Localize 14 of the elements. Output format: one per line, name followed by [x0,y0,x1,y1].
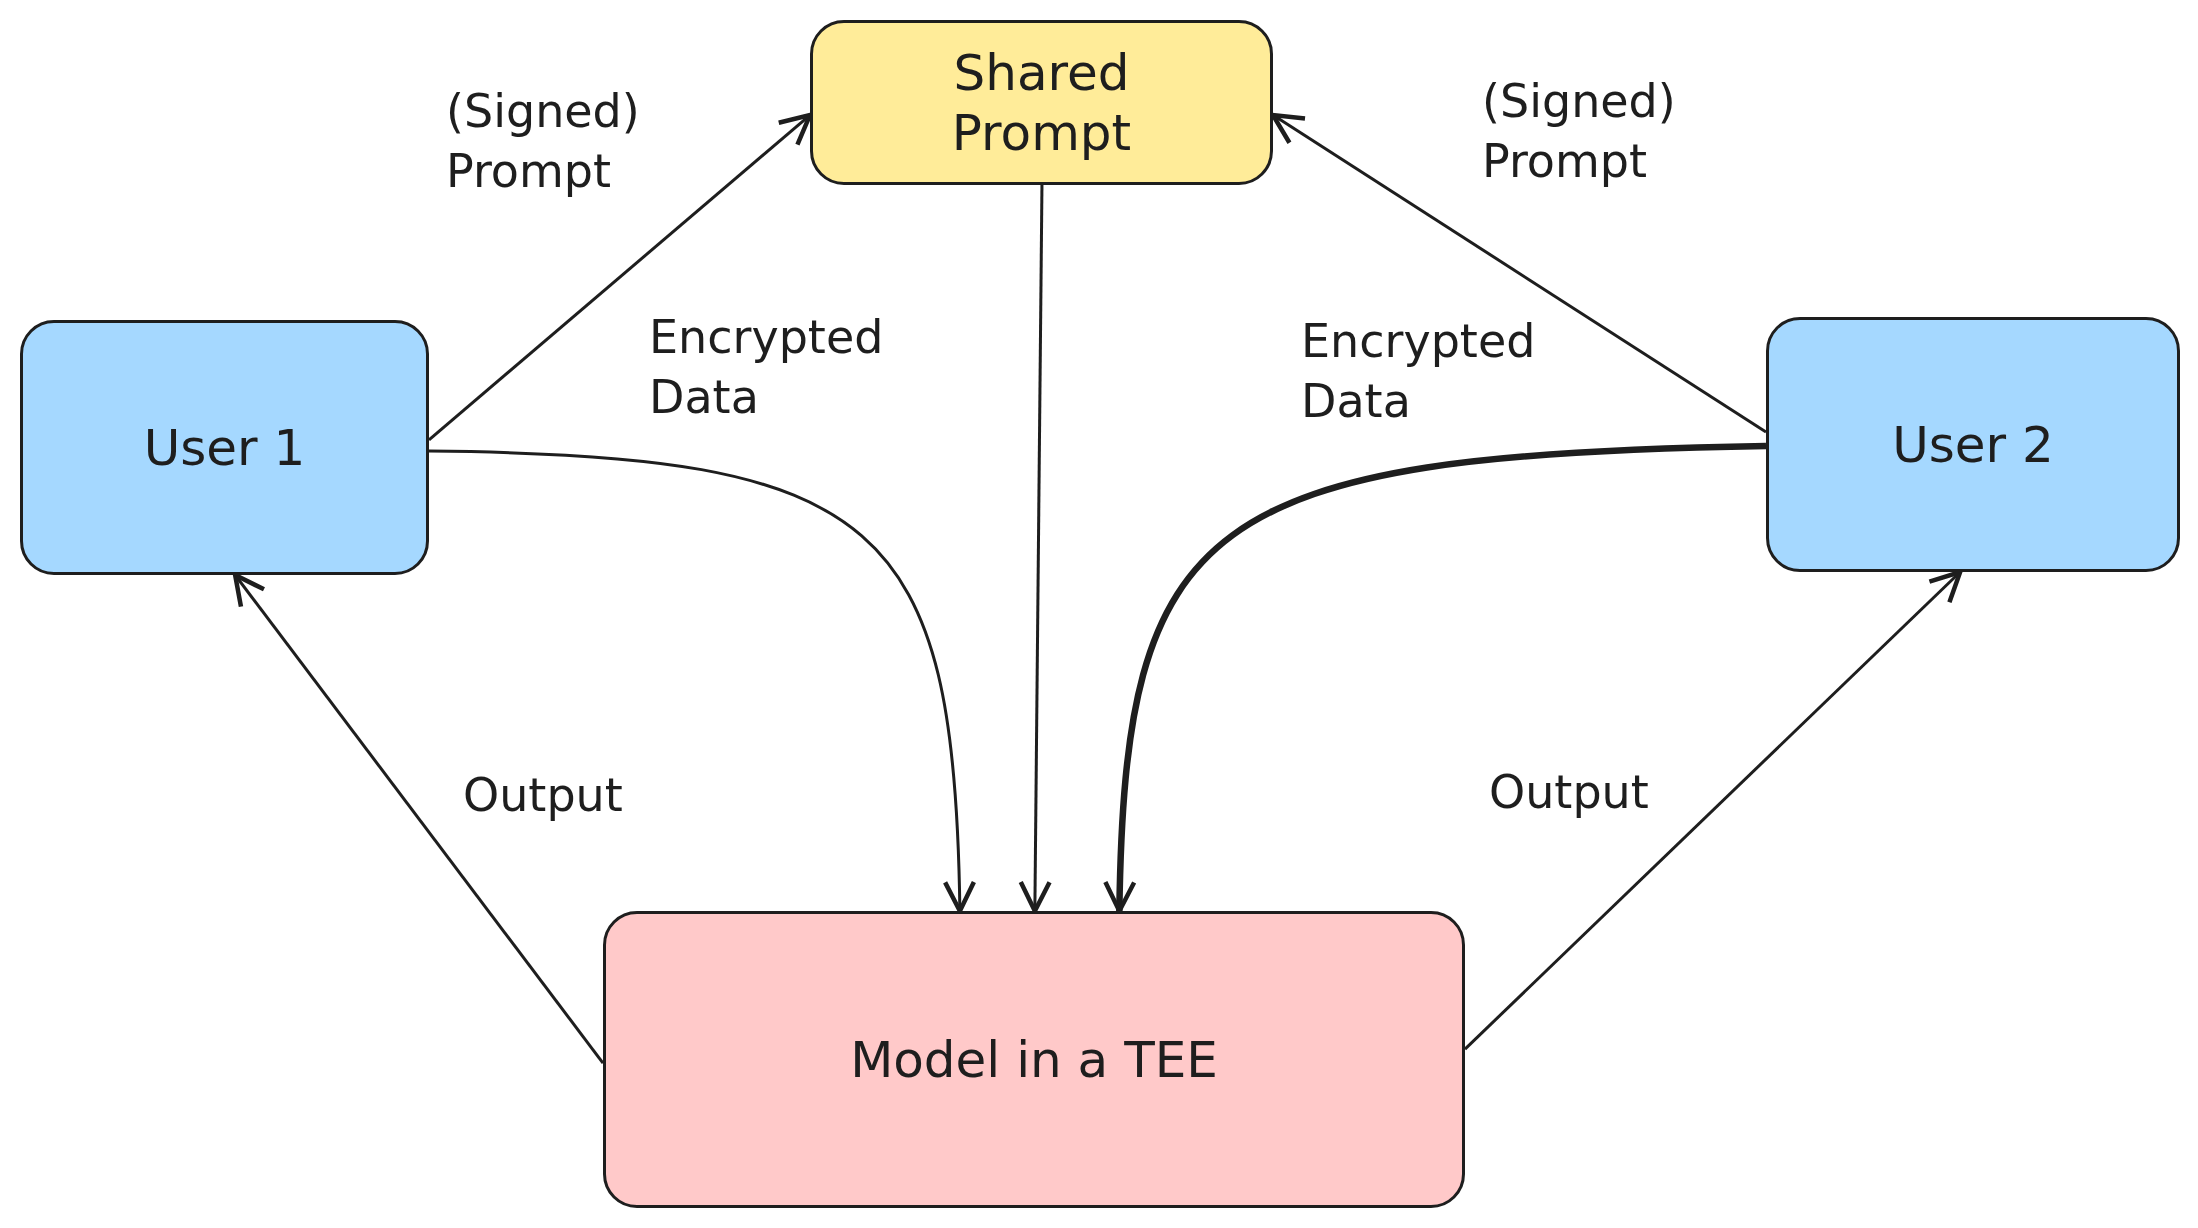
edge-label: Encrypted Data [1301,313,1536,430]
edge-label: Encrypted Data [649,309,884,426]
edge-label: Output [1489,764,1649,821]
node-label: User 1 [143,417,306,478]
edge-label: Output [463,767,623,824]
rounded-box [810,20,1273,185]
rounded-box [1766,317,2180,572]
rounded-box [603,911,1465,1208]
node-label: Model in a TEE [850,1029,1218,1090]
node-label: User 2 [1892,414,2054,475]
rounded-box [20,320,429,575]
edge-label: (Signed) Prompt [1482,73,1676,190]
edge-label: (Signed) Prompt [446,83,640,200]
node-label: Shared Prompt [950,42,1133,163]
